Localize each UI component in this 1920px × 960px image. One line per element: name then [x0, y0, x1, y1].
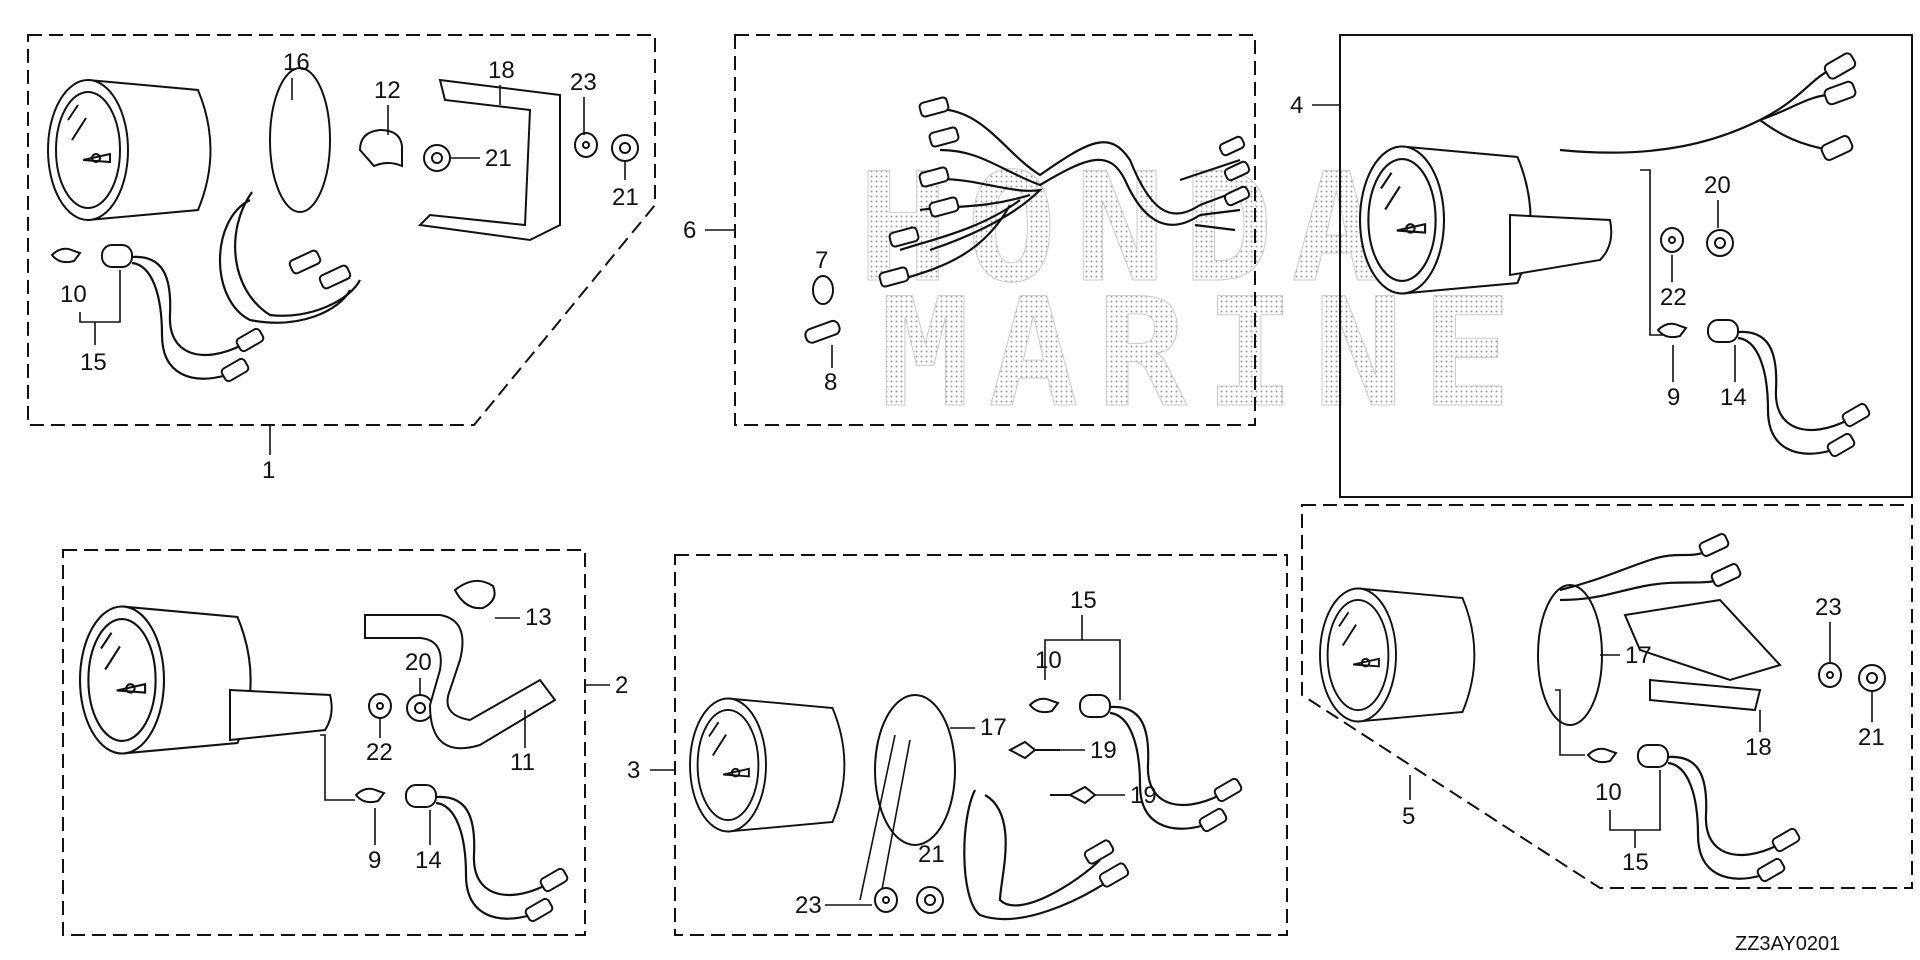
- group-2-panel: 2 13 20 22 11 9 14: [62, 549, 628, 936]
- gauge-icon: [1319, 587, 1476, 723]
- callout-13: 13: [525, 604, 552, 631]
- hose-icon: [364, 614, 557, 750]
- group-label-3: 3: [627, 757, 640, 784]
- group-4-panel: 4 20 22 9 14: [1290, 34, 1913, 498]
- callout-16: 16: [283, 49, 310, 76]
- sleeve-icon: [804, 319, 841, 344]
- callout-22: 22: [1660, 284, 1687, 311]
- group-label-2: 2: [615, 672, 628, 699]
- callout-23: 23: [1815, 594, 1842, 621]
- bolt-icon: [1067, 785, 1097, 805]
- gauge-icon: [689, 697, 846, 833]
- callout-8: 8: [824, 369, 837, 396]
- group-label-1: 1: [262, 457, 275, 484]
- callout-20: 20: [1704, 172, 1731, 199]
- group-3-panel: 3 15 10 17 19 19 21 23: [627, 554, 1288, 936]
- callout-23: 23: [795, 892, 822, 919]
- nut-icon: [1706, 229, 1734, 257]
- bezel-ring: [269, 67, 331, 213]
- callout-21: 21: [1858, 724, 1885, 751]
- callout-19: 19: [1130, 782, 1157, 809]
- callout-17: 17: [1625, 642, 1652, 669]
- group-5-panel: 5 23 17 21 18 10 15: [1301, 504, 1913, 889]
- gauge-icon: [78, 605, 252, 755]
- wire-harness-icon: [1559, 549, 1711, 592]
- bracket-icon: [417, 78, 561, 242]
- callout-12: 12: [374, 77, 401, 104]
- watermark-line2: MARINE: [880, 267, 1530, 441]
- bracket-icon: [1623, 598, 1782, 682]
- cap-icon: [812, 275, 834, 305]
- callout-22: 22: [366, 739, 393, 766]
- callout-19: 19: [1090, 737, 1117, 764]
- washer-icon: [574, 132, 598, 158]
- callout-21: 21: [485, 145, 512, 172]
- washer-icon: [368, 693, 392, 719]
- wire-harness-icon: [878, 96, 1251, 288]
- callout-11: 11: [510, 749, 535, 776]
- callout-15: 15: [80, 349, 107, 376]
- wire-harness-icon: [1559, 69, 1831, 154]
- callout-10: 10: [60, 281, 87, 308]
- nut-icon: [1858, 664, 1886, 692]
- group-label-4: 4: [1290, 92, 1303, 119]
- clamp-icon: [358, 128, 403, 168]
- wire-harness-icon: [984, 794, 1101, 907]
- callout-9: 9: [1667, 384, 1680, 411]
- bulb-socket-icon: [1028, 693, 1244, 834]
- callout-14: 14: [1720, 384, 1747, 411]
- callout-18: 18: [1745, 734, 1772, 761]
- callout-23: 23: [570, 69, 597, 96]
- diagram-code: ZZ3AY0201: [1735, 933, 1840, 955]
- bezel-ring: [874, 694, 956, 846]
- bezel-ring: [1537, 584, 1603, 726]
- callout-9: 9: [368, 847, 381, 874]
- callout-15: 15: [1070, 587, 1097, 614]
- callout-10: 10: [1035, 647, 1062, 674]
- bulb-socket-icon: [1586, 743, 1802, 884]
- group-1-panel: 1 16 12 18 23 21 21 10 15: [27, 34, 656, 484]
- callout-10: 10: [1595, 779, 1622, 806]
- washer-icon: [1818, 662, 1842, 688]
- callout-18: 18: [488, 57, 515, 84]
- group-label-6: 6: [683, 217, 696, 244]
- washer-icon: [1660, 227, 1684, 253]
- callout-17: 17: [980, 714, 1007, 741]
- gauge-icon: [47, 79, 212, 221]
- wire-harness-icon: [218, 199, 351, 324]
- callout-15: 15: [1622, 849, 1649, 876]
- group-6-panel: 6 7 8: [683, 34, 1256, 426]
- group-label-5: 5: [1402, 803, 1415, 830]
- bulb-socket-icon: [354, 783, 570, 924]
- callout-21: 21: [612, 184, 639, 211]
- callout-20: 20: [405, 649, 432, 676]
- callout-14: 14: [415, 847, 442, 874]
- gauge-icon: [1358, 145, 1532, 295]
- bolt-icon: [1007, 740, 1037, 760]
- nut-icon: [423, 144, 451, 172]
- nut-icon: [611, 134, 639, 162]
- bulb-socket-icon: [1656, 318, 1872, 459]
- callout-7: 7: [815, 247, 828, 274]
- washer-icon: [874, 887, 898, 913]
- callout-21: 21: [918, 841, 945, 868]
- clip-icon: [453, 579, 496, 610]
- nut-icon: [916, 886, 944, 914]
